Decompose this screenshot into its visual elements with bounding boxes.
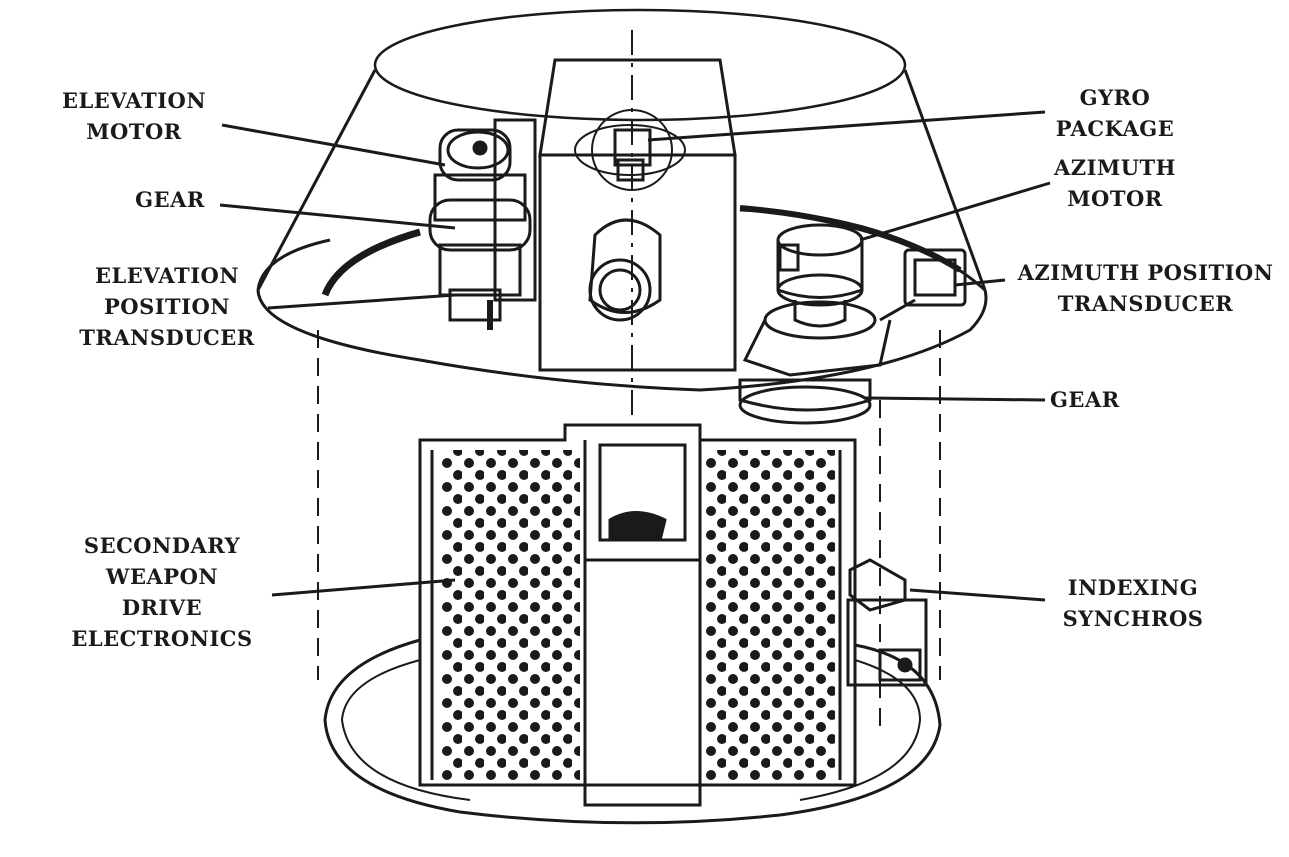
label-gear-left: GEAR <box>135 187 205 212</box>
base-plate <box>323 638 942 825</box>
elevation-motor-assembly <box>428 118 537 330</box>
leader-lines <box>219 110 1051 602</box>
label-azimuth-position-transducer: AZIMUTH POSITION TRANSDUCER <box>1017 260 1274 316</box>
electronics-drum <box>418 423 857 807</box>
label-azimuth-motor: AZIMUTH MOTOR <box>1054 155 1176 211</box>
label-elevation-motor: ELEVATION MOTOR <box>61 88 207 144</box>
label-secondary-weapon-drive-electronics: SECONDARY WEAPON DRIVE ELECTRONICS <box>71 533 253 651</box>
azimuth-transducer-body <box>879 248 967 322</box>
guide-lines <box>317 30 941 730</box>
indexing-synchros-box <box>846 558 928 687</box>
label-elevation-position-transducer: ELEVATION POSITION TRANSDUCER <box>79 263 255 350</box>
turntable-platform <box>256 205 988 392</box>
azimuth-motor-assembly <box>738 223 892 425</box>
gyro-box <box>538 58 737 372</box>
label-indexing-synchros: INDEXING SYNCHROS <box>1062 575 1204 631</box>
label-gyro-package: GYRO PACKAGE <box>1055 85 1175 141</box>
cone-housing <box>256 8 987 291</box>
label-gear-right: GEAR <box>1050 387 1120 412</box>
